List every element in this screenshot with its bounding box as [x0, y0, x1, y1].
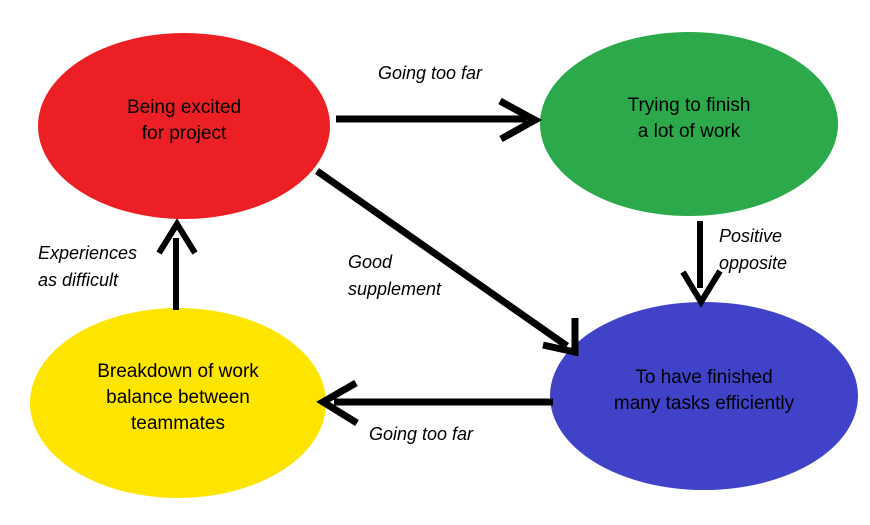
edge-label-finished-to-breakdown: Going too far: [368, 424, 474, 444]
node-breakdown-of-work[interactable]: [30, 308, 326, 498]
edge-label-trying-to-finished: Positive opposite: [719, 226, 788, 273]
edge-excited-to-trying: [336, 97, 543, 143]
edge-breakdown-to-excited: [156, 218, 198, 310]
node-to-have-finished[interactable]: [550, 302, 858, 490]
node-trying-to-finish[interactable]: [540, 32, 838, 216]
edge-finished-to-breakdown: [316, 379, 553, 426]
edge-label-excited-to-finished: Good supplement: [348, 252, 442, 299]
edge-label-excited-to-trying: Going too far: [377, 63, 483, 83]
edge-trying-to-finished: [680, 221, 723, 308]
edge-label-breakdown-to-excited: Experiences as difficult: [38, 243, 138, 290]
edge-excited-to-finished: [314, 168, 579, 357]
node-being-excited[interactable]: [38, 33, 330, 219]
